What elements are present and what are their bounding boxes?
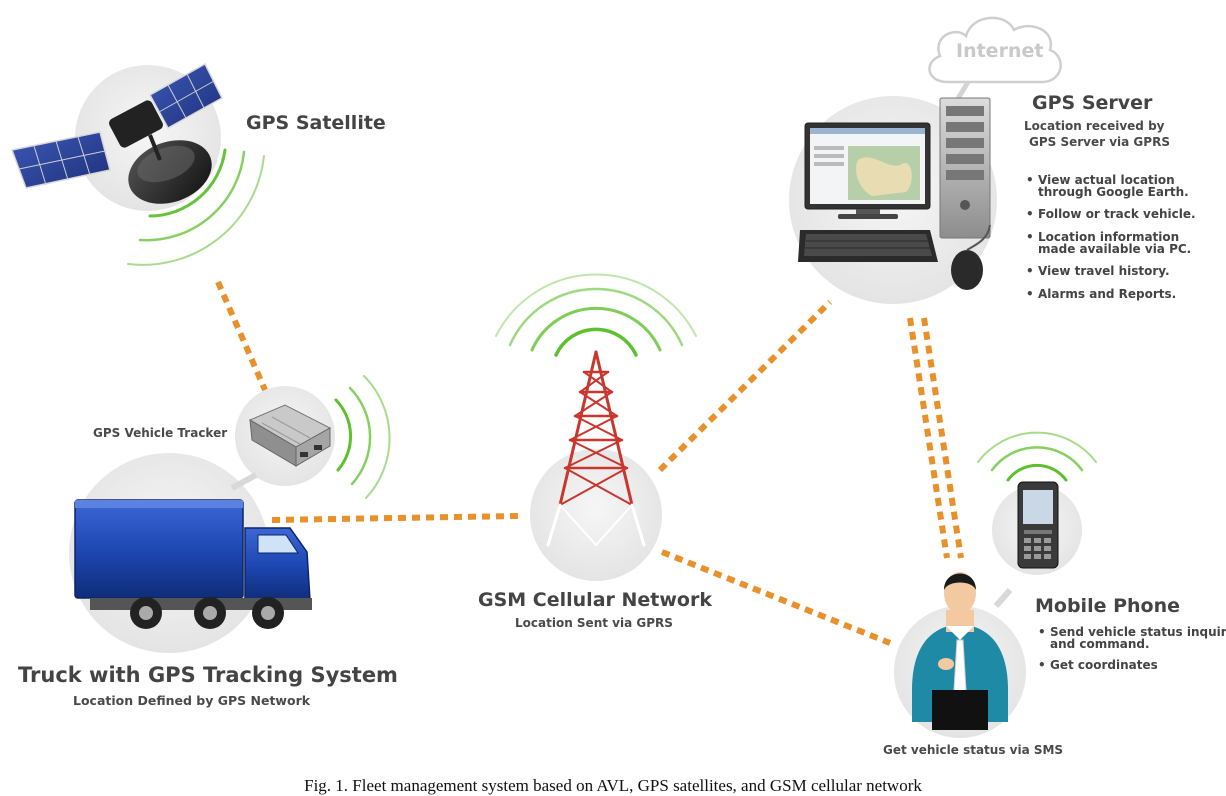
server-bullet-5: Alarms and Reports.: [1026, 287, 1177, 301]
server-bullet-1: View actual location through Google Eart…: [1026, 173, 1189, 199]
server-bullet-4-line1: View travel history.: [1038, 264, 1170, 278]
businessman-icon: [912, 572, 1008, 730]
phone-node: [977, 431, 1097, 575]
internet-label: Internet: [956, 40, 1044, 62]
tower-node: [495, 273, 697, 581]
satellite-node: [10, 62, 265, 266]
phone-bullet-1-line1: Send vehicle status inquiry: [1050, 625, 1226, 639]
cell-tower-icon: [546, 350, 646, 547]
server-bullet-3-line2: made available via PC.: [1038, 242, 1192, 256]
server-title: GPS Server: [1032, 92, 1153, 114]
truck-icon: [74, 499, 312, 629]
server-subtitle-line1: Location received by: [1024, 119, 1165, 133]
link-server-person: [907, 317, 964, 559]
mobile-phone-icon: [1017, 481, 1059, 569]
server-subtitle-line2: GPS Server via GPRS: [1029, 135, 1170, 149]
link-tower-server: [657, 299, 833, 473]
truck-title: Truck with GPS Tracking System: [18, 663, 398, 687]
satellite-title: GPS Satellite: [246, 112, 386, 134]
truck-subtitle: Location Defined by GPS Network: [73, 693, 311, 708]
link-truck-tower: [271, 513, 519, 523]
server-bullet-5-line1: Alarms and Reports.: [1038, 287, 1177, 301]
person-label: Get vehicle status via SMS: [883, 743, 1064, 757]
tracker-node: [235, 375, 391, 499]
server-bullet-2: Follow or track vehicle.: [1026, 207, 1196, 221]
tower-signal-arcs: [495, 273, 697, 357]
server-bullet-3: Location information made available via …: [1026, 230, 1192, 256]
server-bullet-2-line1: Follow or track vehicle.: [1038, 207, 1196, 221]
tower-subtitle: Location Sent via GPRS: [515, 616, 673, 630]
phone-title: Mobile Phone: [1035, 595, 1181, 617]
phone-signal-arcs: [977, 431, 1097, 482]
figure-caption: Fig. 1. Fleet management system based on…: [304, 776, 922, 795]
satellite-icon: [10, 62, 223, 204]
satellite-signal-arcs: [127, 148, 265, 266]
tower-title: GSM Cellular Network: [478, 589, 712, 611]
phone-bullet-2: Get coordinates: [1038, 658, 1158, 672]
server-node: [789, 16, 1062, 304]
server-bullet-1-line2: through Google Earth.: [1038, 185, 1189, 199]
phone-bullet-1: Send vehicle status inquiry and command.: [1038, 625, 1226, 651]
desktop-computer-icon: [798, 97, 991, 290]
link-satellite-tracker: [215, 280, 268, 392]
person-node: [894, 572, 1026, 738]
server-bullet-1-line1: View actual location: [1038, 173, 1175, 187]
phone-bullet-2-line1: Get coordinates: [1050, 658, 1158, 672]
tracker-label: GPS Vehicle Tracker: [93, 426, 228, 440]
truck-node: [69, 453, 312, 653]
phone-bullet-1-line2: and command.: [1050, 637, 1150, 651]
tracker-signal-arcs: [334, 375, 391, 499]
server-bullet-3-line1: Location information: [1038, 230, 1180, 244]
tracker-device-icon: [248, 404, 332, 467]
server-bullet-4: View travel history.: [1026, 264, 1170, 278]
